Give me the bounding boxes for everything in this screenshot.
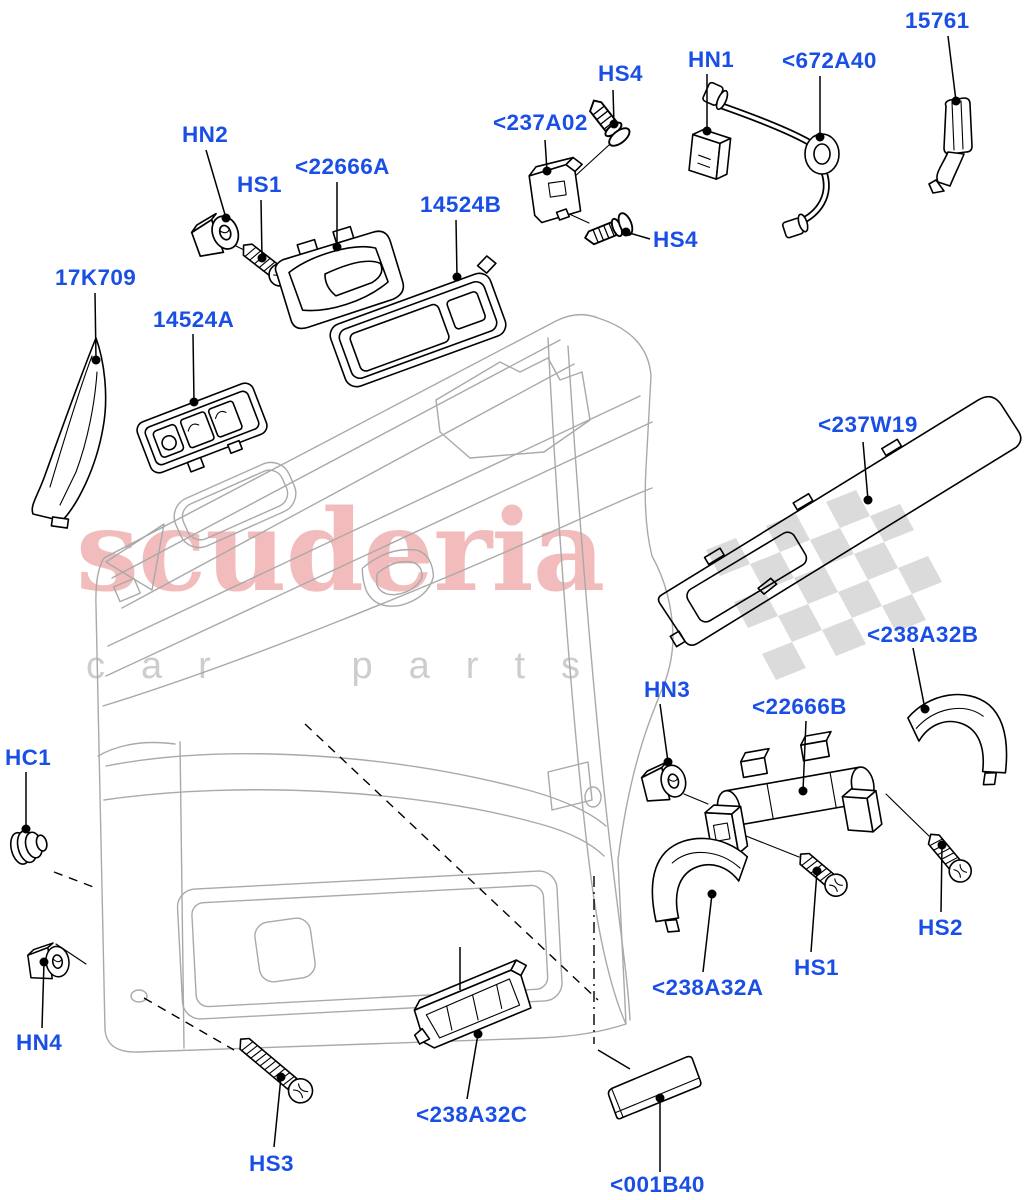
assembly-axis-lines xyxy=(53,723,631,1070)
part-hn2-grommet-art xyxy=(187,207,245,261)
watermark-brand: scuderia xyxy=(76,486,605,617)
watermark-word-car: car xyxy=(86,645,247,687)
part-001B40-strip-art xyxy=(607,1055,702,1120)
part-label-hn2[interactable]: HN2 xyxy=(182,122,229,147)
part-label-001B40[interactable]: <001B40 xyxy=(610,1172,705,1197)
part-label-238A32A[interactable]: <238A32A xyxy=(652,975,764,1000)
part-hs3-bolt-art xyxy=(231,1030,319,1109)
part-238A32A-end-cap-art xyxy=(647,832,750,941)
watermark-word-parts: parts xyxy=(351,645,616,687)
part-label-237W19[interactable]: <237W19 xyxy=(818,412,918,437)
part-hs1-lower-screw-art xyxy=(792,845,853,902)
part-14524B-bezel-art xyxy=(329,255,507,388)
part-label-hc1[interactable]: HC1 xyxy=(5,745,52,770)
part-hn3-nut-art xyxy=(638,757,690,806)
part-17K709-tweeter-trim-art xyxy=(31,337,107,529)
part-label-hn3[interactable]: HN3 xyxy=(644,677,691,702)
part-238A32B-end-cap-art xyxy=(904,684,1016,800)
part-237W19-trim-strip-art xyxy=(657,395,1022,648)
part-label-hs4-upper[interactable]: HS4 xyxy=(598,61,643,86)
part-22666A-door-handle-art xyxy=(274,225,405,330)
part-label-hs2[interactable]: HS2 xyxy=(918,915,963,940)
part-label-hs1-upper[interactable]: HS1 xyxy=(237,172,282,197)
part-label-22666B[interactable]: <22666B xyxy=(752,694,847,719)
part-label-237A02[interactable]: <237A02 xyxy=(493,110,588,135)
part-hn4-nut-art xyxy=(25,940,72,983)
part-label-238A32B[interactable]: <238A32B xyxy=(867,622,979,647)
part-hn1-clip-art xyxy=(688,128,732,180)
watermark-subtext: car parts xyxy=(86,645,616,688)
part-22666B-grab-handle-art xyxy=(704,730,883,855)
part-237A02-sensor-art xyxy=(528,156,583,224)
part-label-hn1[interactable]: HN1 xyxy=(688,47,735,72)
part-label-17K709[interactable]: 17K709 xyxy=(55,265,137,290)
part-14524A-switch-bezel-art xyxy=(136,382,268,474)
part-15761-bracket-art xyxy=(928,97,973,194)
part-label-14524B[interactable]: 14524B xyxy=(420,192,502,217)
part-label-hn4[interactable]: HN4 xyxy=(16,1030,63,1055)
door-trim-panel-art xyxy=(95,313,674,1053)
part-hs2-screw-art xyxy=(920,827,977,888)
part-238A32C-bracket-art xyxy=(413,959,532,1049)
part-hs4-upper-pin-art xyxy=(581,93,634,151)
part-672A40-cable-art xyxy=(702,81,840,239)
part-label-672A40[interactable]: <672A40 xyxy=(782,48,877,73)
part-label-14524A[interactable]: 14524A xyxy=(153,307,235,332)
part-label-hs4-lower[interactable]: HS4 xyxy=(653,227,698,252)
part-label-15761[interactable]: 15761 xyxy=(905,8,970,33)
part-label-hs1-lower[interactable]: HS1 xyxy=(794,955,839,980)
part-label-238A32C[interactable]: <238A32C xyxy=(416,1102,528,1127)
part-hc1-grommet-art xyxy=(9,830,48,865)
label-leader-lines xyxy=(21,35,961,1172)
watermark-checkered-flag xyxy=(706,490,942,680)
part-label-22666A[interactable]: <22666A xyxy=(295,154,390,179)
part-label-hs3[interactable]: HS3 xyxy=(249,1151,294,1176)
